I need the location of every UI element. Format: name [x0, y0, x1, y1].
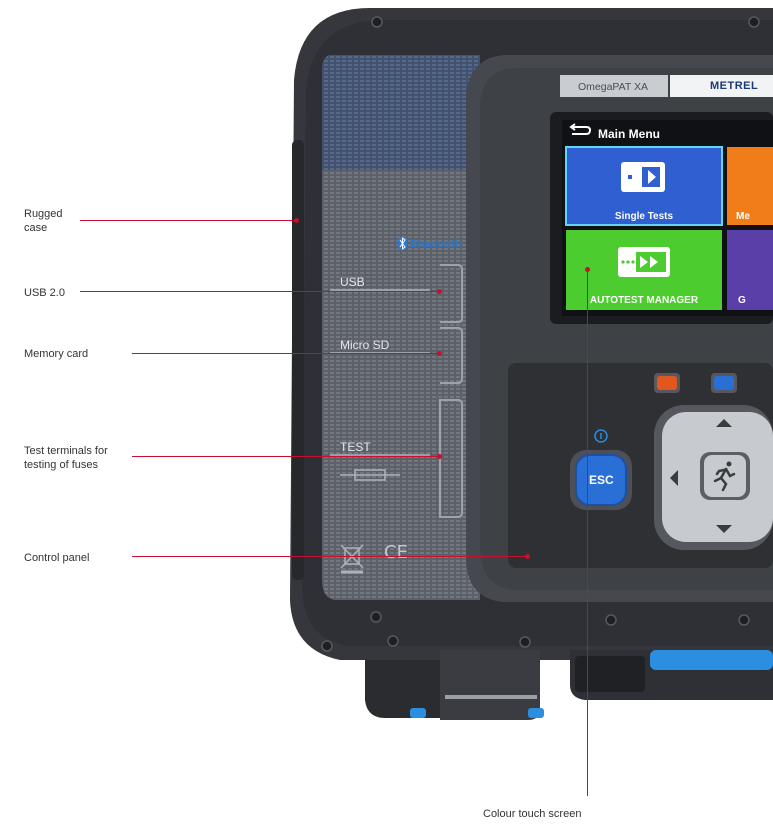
bluetooth-icon	[398, 236, 407, 251]
back-arrow-icon	[569, 123, 592, 135]
brand-plate	[670, 75, 773, 97]
leader-memory-card	[132, 353, 440, 354]
leader-control-panel	[132, 556, 528, 557]
callout-control-panel: Control panel	[24, 552, 90, 564]
callout-test-terminals: Test terminals for testing of fuses	[24, 444, 108, 472]
info-icon	[594, 429, 608, 443]
d-pad	[654, 405, 773, 550]
single-tests-icon	[621, 162, 665, 192]
case-foot	[365, 660, 440, 718]
sd-port	[440, 327, 463, 384]
callout-usb: USB 2.0	[24, 287, 65, 299]
test-terminal-label: TEST	[340, 440, 371, 454]
callout-touch-screen: Colour touch screen	[483, 808, 582, 820]
tile-autotest-label[interactable]: AUTOTEST MANAGER	[589, 295, 699, 306]
callout-rugged-case-line2: case	[24, 222, 48, 234]
leader-dot-memory-card	[437, 351, 442, 356]
ce-mark: CE	[384, 542, 408, 563]
esc-label[interactable]: ESC	[589, 473, 614, 487]
screws	[321, 16, 760, 652]
usb-port-label: USB	[340, 275, 365, 289]
callout-test-terminals-line1: Test terminals for	[24, 445, 108, 457]
tile-me-label[interactable]: Me	[736, 211, 750, 222]
leader-dot-touch-screen	[585, 267, 590, 272]
callout-test-terminals-line2: testing of fuses	[24, 459, 98, 471]
brand-logo: METREL	[710, 80, 759, 92]
leader-dot-test-terminals	[437, 454, 442, 459]
leader-dot-usb	[437, 289, 442, 294]
autotest-icon	[618, 247, 670, 277]
callout-rugged-case: Rugged case	[24, 207, 63, 235]
run-icon	[713, 461, 736, 492]
leader-usb	[80, 291, 440, 292]
usb-port	[440, 264, 463, 323]
model-plate	[560, 75, 668, 97]
leader-dot-control-panel	[525, 554, 530, 559]
tile-single-tests-label[interactable]: Single Tests	[614, 211, 674, 222]
leader-touch-screen	[587, 270, 588, 796]
leader-rugged-case	[80, 220, 296, 221]
leader-test-terminals	[132, 456, 440, 457]
bluetooth-label: Bluetooth	[410, 238, 462, 250]
callout-rugged-case-line1: Rugged	[24, 208, 63, 220]
screen-title: Main Menu	[598, 127, 660, 141]
esc-key	[575, 454, 627, 506]
tile-g-label[interactable]: G	[738, 295, 746, 306]
tile-me	[727, 147, 773, 225]
model-name: OmegaPAT XA	[578, 81, 649, 93]
sd-port-label: Micro SD	[340, 338, 390, 352]
leader-dot-rugged-case	[294, 218, 299, 223]
test-terminals	[439, 399, 463, 518]
callout-memory-card: Memory card	[24, 348, 89, 360]
tile-g	[727, 230, 773, 310]
